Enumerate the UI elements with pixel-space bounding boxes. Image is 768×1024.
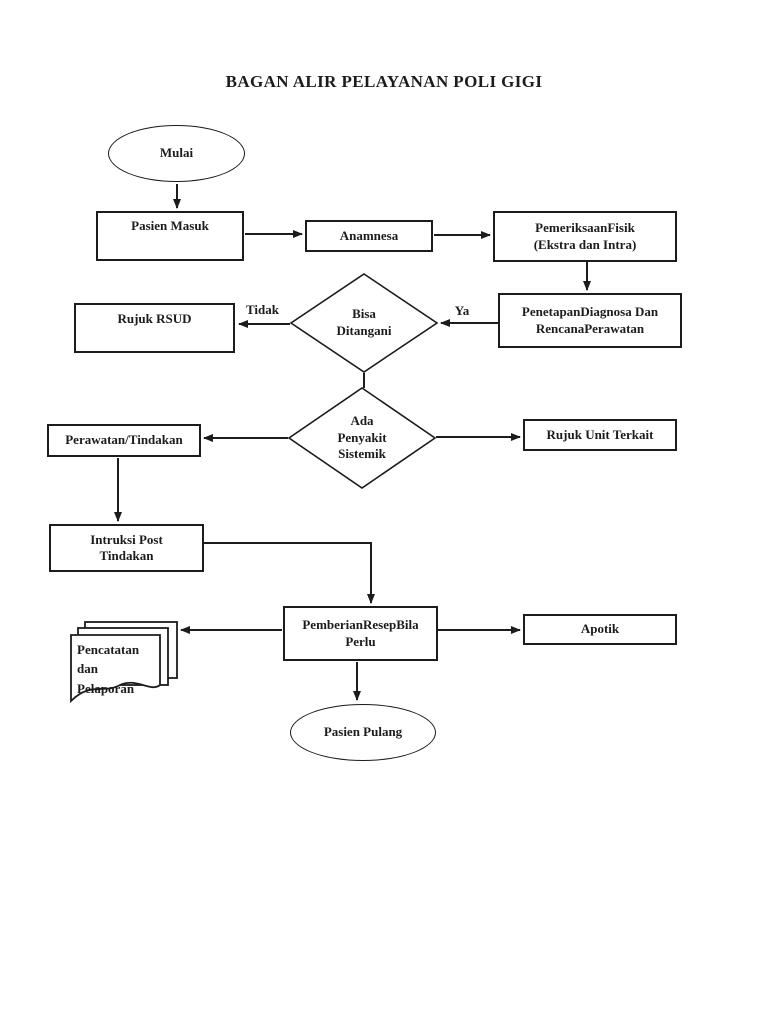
node-pasien-masuk: Pasien Masuk bbox=[96, 211, 244, 261]
document-stack bbox=[70, 621, 178, 704]
node-apotik: Apotik bbox=[523, 614, 677, 645]
node-anamnesa: Anamnesa bbox=[305, 220, 433, 252]
node-pemeriksaan-fisik: PemeriksaanFisik (Ekstra dan Intra) bbox=[493, 211, 677, 262]
edge-label-ya: Ya bbox=[454, 303, 470, 318]
edge-label-tidak: Tidak bbox=[245, 302, 279, 317]
page-title: BAGAN ALIR PELAYANAN POLI GIGI bbox=[225, 72, 543, 91]
node-perawatan-tindakan: Perawatan/Tindakan bbox=[47, 424, 201, 457]
node-penetapan-diagnosa: PenetapanDiagnosa Dan RencanaPerawatan bbox=[498, 293, 682, 348]
node-pencatatan-pelaporan-label: Pencatatan dan Pelaporan bbox=[77, 641, 140, 696]
node-mulai: Mulai bbox=[108, 125, 245, 182]
node-pemberian-resep: PemberianResepBila Perlu bbox=[283, 606, 438, 661]
diamond-bisa-ditangani bbox=[289, 273, 439, 373]
node-intruksi-post-tindakan: Intruksi Post Tindakan bbox=[49, 524, 204, 572]
node-pasien-pulang: Pasien Pulang bbox=[290, 704, 436, 761]
node-rujuk-rsud: Rujuk RSUD bbox=[74, 303, 235, 353]
node-rujuk-unit-terkait: Rujuk Unit Terkait bbox=[523, 419, 677, 451]
node-ada-penyakit-sistemik-label: Ada Penyakit Sistemik bbox=[337, 412, 387, 462]
diamond-ada-penyakit-sistemik bbox=[287, 387, 437, 489]
node-bisa-ditangani-label: Bisa Ditangani bbox=[336, 306, 392, 338]
